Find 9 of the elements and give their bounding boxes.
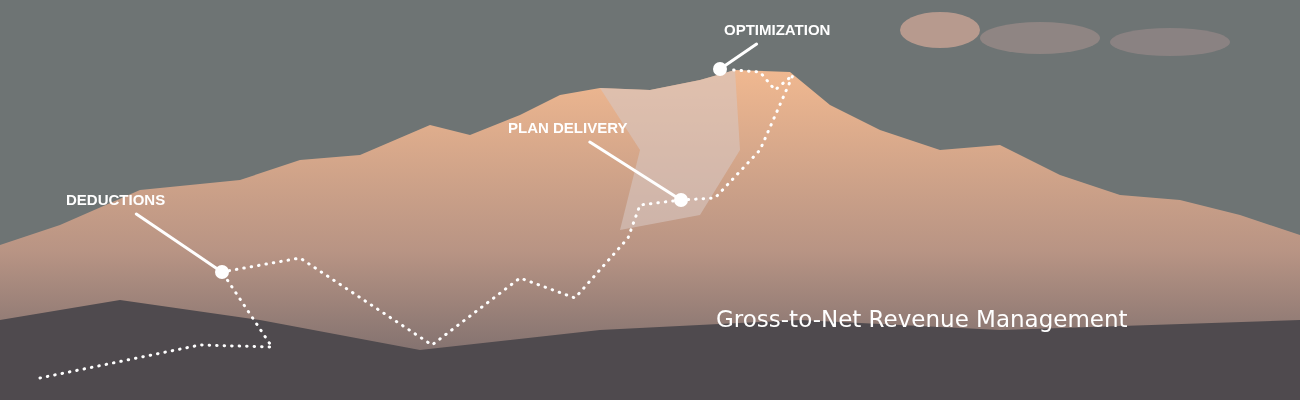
- waypoint-dot: [713, 62, 727, 76]
- leader-line: [134, 212, 218, 270]
- leader-line: [588, 140, 677, 198]
- dotted-trail: [686, 68, 795, 202]
- callout-label: PLAN DELIVERY: [508, 119, 628, 137]
- caption-text: Gross-to-Net Revenue Management: [716, 306, 1128, 332]
- dotted-trail: [227, 199, 676, 347]
- callout-label: OPTIMIZATION: [724, 21, 831, 39]
- leader-line: [724, 42, 759, 67]
